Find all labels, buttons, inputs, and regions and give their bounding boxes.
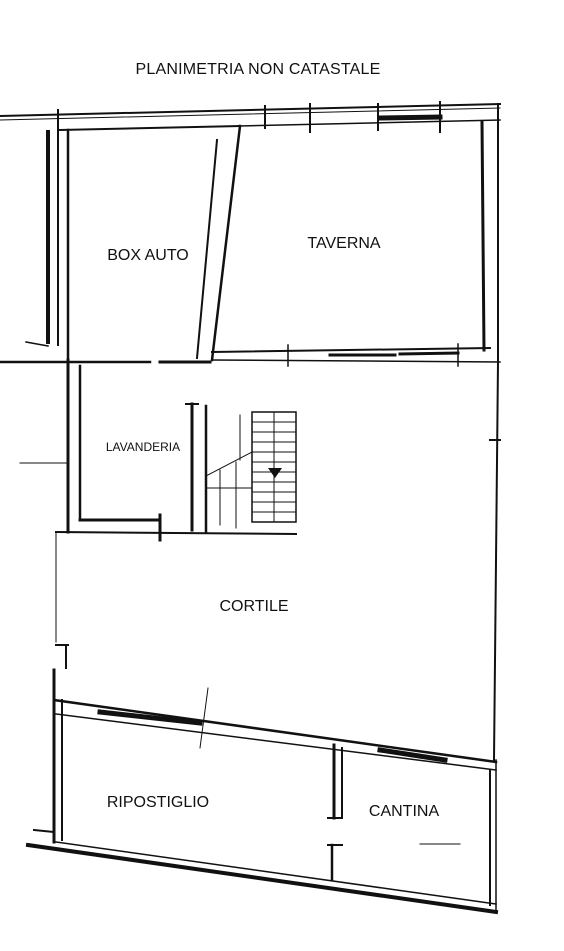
bottom-block-walls	[25, 668, 499, 915]
room-label-lavanderia: LAVANDERIA	[105, 440, 181, 454]
room-label-ripostiglio: RIPOSTIGLIO	[106, 794, 210, 811]
staircase	[205, 411, 297, 529]
top-block-walls	[0, 101, 502, 367]
cortile-boundary	[55, 360, 501, 762]
plan-title: PLANIMETRIA NON CATASTALE	[135, 61, 381, 78]
room-label-box-auto: BOX AUTO	[107, 247, 189, 264]
lavanderia-walls	[19, 358, 298, 542]
room-label-taverna: TAVERNA	[307, 235, 381, 252]
room-label-cantina: CANTINA	[368, 803, 440, 820]
room-label-cortile: CORTILE	[219, 598, 289, 615]
